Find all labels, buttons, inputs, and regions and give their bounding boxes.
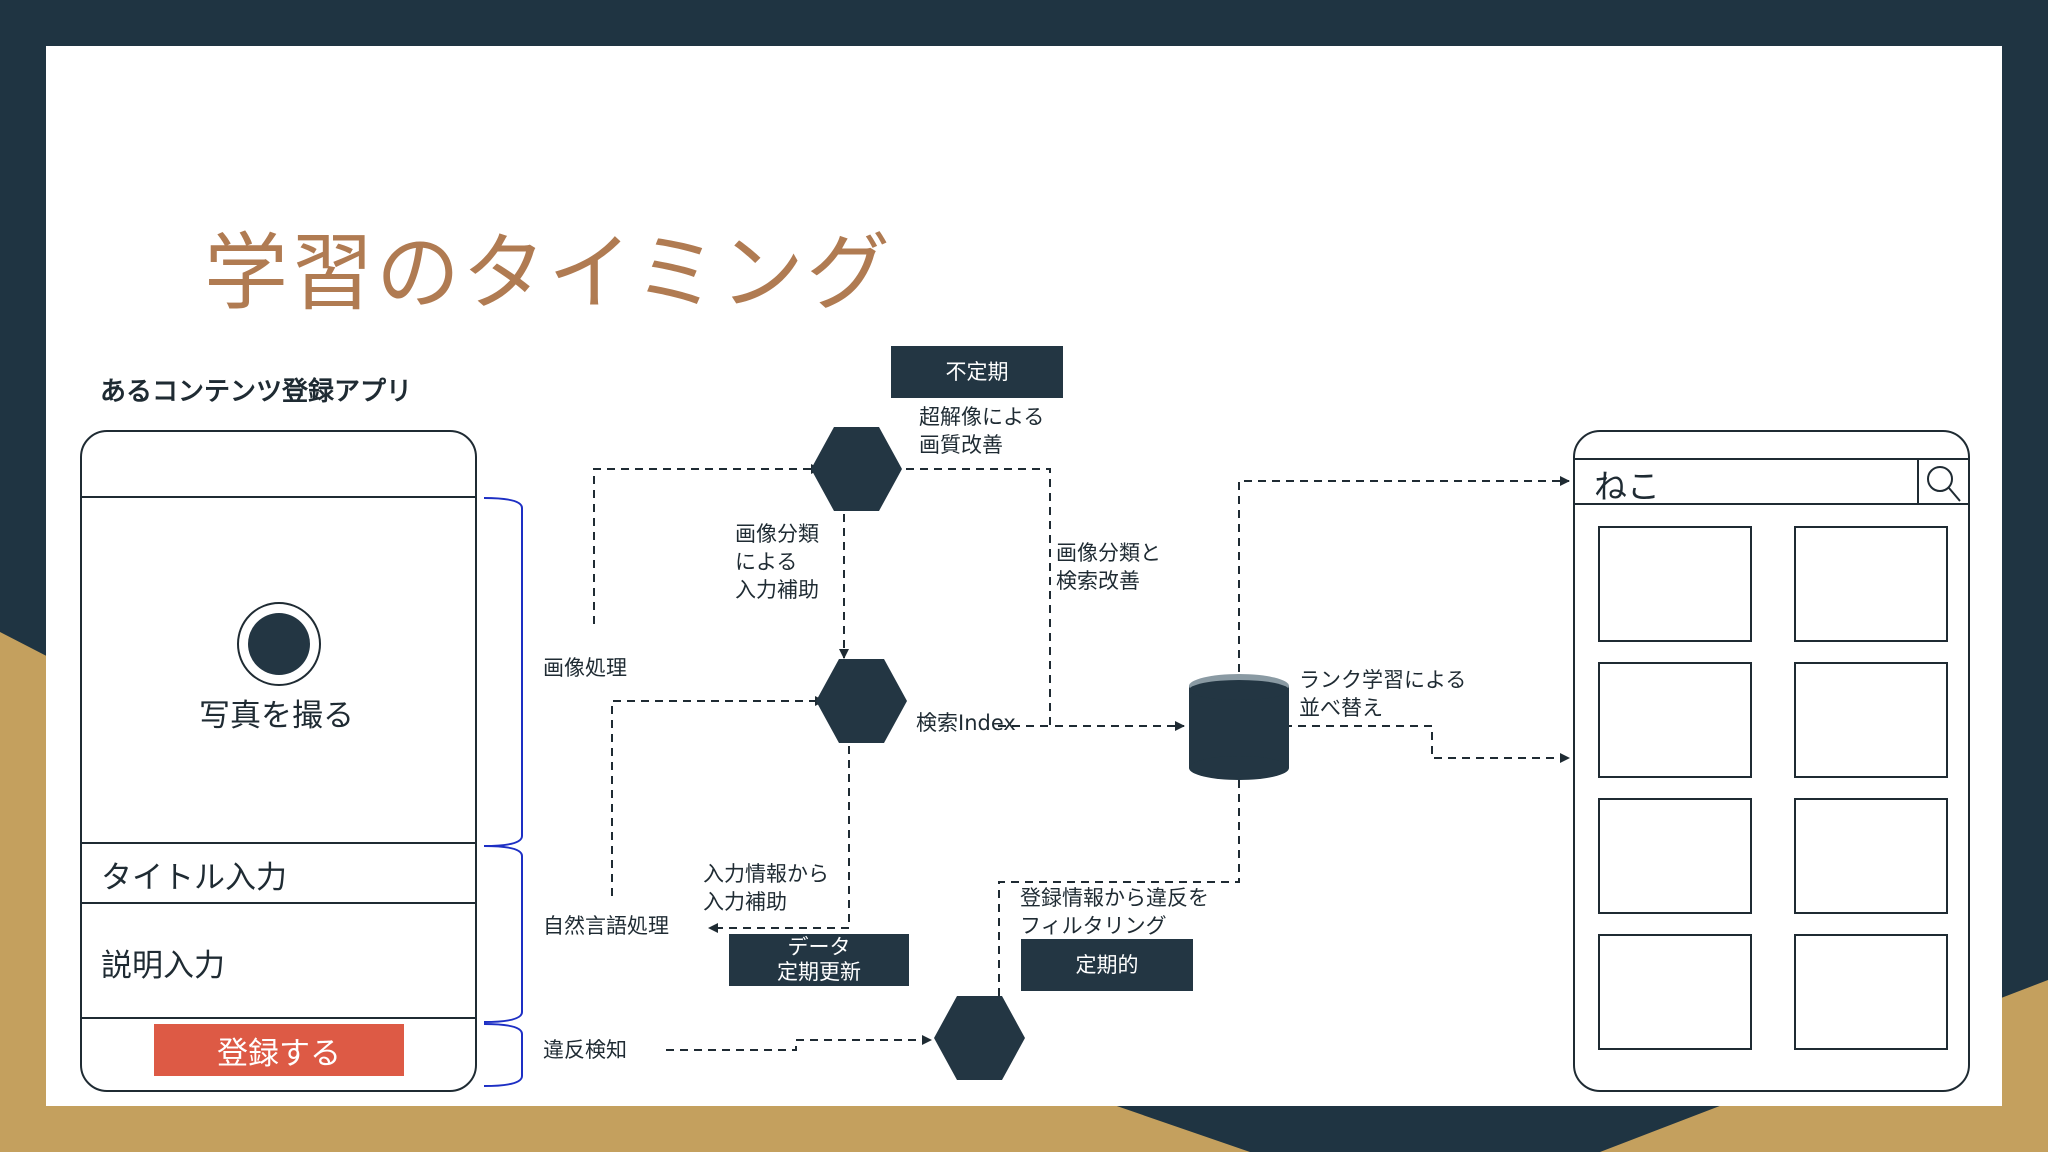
- result-thumbnail[interactable]: [1598, 798, 1752, 914]
- search-input[interactable]: ねこ: [1594, 467, 1660, 506]
- result-thumbnail[interactable]: [1598, 934, 1752, 1050]
- search-index-model-node: [816, 659, 907, 743]
- slide: 学習のタイミング あるコンテンツ登録アプリ 写真を撮る タイトル入力 説明入力 …: [46, 46, 2002, 1106]
- app-caption: あるコンテンツ登録アプリ: [100, 377, 413, 407]
- image-classification-search-annotation: 画像分類と 検索改善: [1056, 541, 1161, 593]
- register-button[interactable]: 登録する: [154, 1024, 404, 1076]
- result-thumbnail[interactable]: [1598, 526, 1752, 642]
- violation-detection-model-node: [934, 996, 1025, 1080]
- periodic-timing-box: 定期的: [1021, 939, 1193, 991]
- result-thumbnail[interactable]: [1794, 662, 1948, 778]
- irregular-timing-box: 不定期: [891, 346, 1063, 398]
- data-update-timing-box: データ 定期更新: [729, 934, 909, 986]
- timing-box-line: 定期更新: [777, 960, 861, 984]
- take-photo-label: 写真を撮る: [199, 698, 354, 734]
- super-resolution-model-node: [811, 427, 902, 511]
- image-processing-label: 画像処理: [543, 656, 627, 680]
- section-braces: [483, 497, 523, 1087]
- filter-annotation: 登録情報から違反を フィルタリング: [1020, 886, 1209, 938]
- result-thumbnail[interactable]: [1794, 934, 1948, 1050]
- timing-box-line: データ: [787, 935, 851, 959]
- slide-title: 学習のタイミング: [204, 224, 893, 322]
- search-index-annotation: 検索Index: [916, 711, 1016, 735]
- input-assist-annotation: 入力情報から 入力補助: [703, 862, 829, 914]
- rank-learning-annotation: ランク学習による 並べ替え: [1299, 668, 1467, 720]
- search-icon[interactable]: [1927, 466, 1961, 502]
- database-icon: [1189, 674, 1289, 780]
- result-thumbnail[interactable]: [1794, 526, 1948, 642]
- search-app-mockup: [1573, 430, 1970, 1092]
- super-resolution-annotation: 超解像による 画質改善: [919, 405, 1045, 457]
- diagram-canvas: [80, 427, 1970, 1092]
- title-input[interactable]: タイトル入力: [101, 860, 287, 896]
- result-thumbnail-grid: [1598, 526, 1948, 1050]
- flow-connectors: [593, 464, 1570, 1051]
- violation-detection-label: 違反検知: [543, 1038, 627, 1062]
- upload-app-mockup: [80, 430, 477, 1092]
- nlp-label: 自然言語処理: [543, 914, 669, 938]
- result-thumbnail[interactable]: [1598, 662, 1752, 778]
- description-input[interactable]: 説明入力: [101, 948, 225, 984]
- result-thumbnail[interactable]: [1794, 798, 1948, 914]
- image-classification-input-annotation: 画像分類 による 入力補助: [735, 522, 819, 602]
